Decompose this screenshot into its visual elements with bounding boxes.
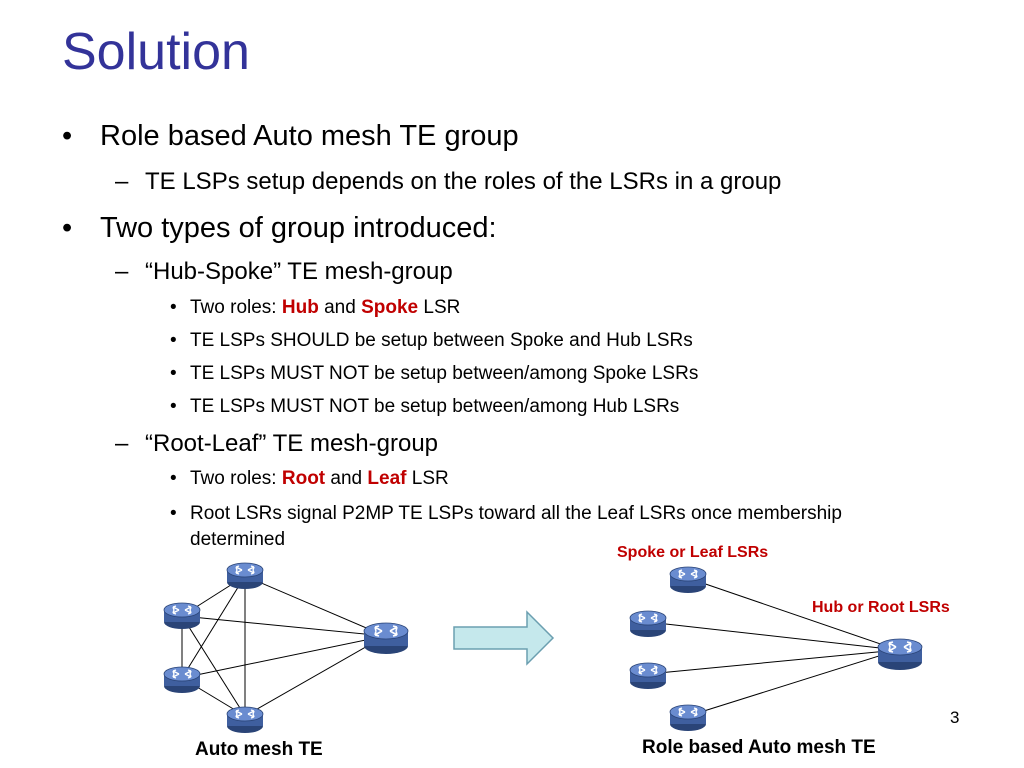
bullet-marker: • (62, 212, 73, 244)
bullet-marker: • (62, 120, 73, 152)
item-text: Two roles: Hub and Spoke LSR (190, 297, 460, 319)
item-root-leaf-roles: • Two roles: Root and Leaf LSR (170, 468, 449, 490)
bullet-marker: • (170, 468, 177, 489)
bullet-role-based: • Role based Auto mesh TE group (62, 120, 519, 153)
router-icon (629, 610, 667, 638)
router-icon (629, 662, 667, 690)
item-text: Two roles: Root and Leaf LSR (190, 468, 449, 490)
role-leaf: Leaf (367, 468, 407, 489)
roles-prefix: Two roles: (190, 297, 282, 318)
router-icon (363, 622, 409, 655)
bullet-marker: • (170, 330, 177, 351)
right-arrow-icon (453, 610, 555, 666)
sub-bullet-hub-spoke: – “Hub-Spoke” TE mesh-group (115, 258, 453, 286)
bullet-marker: • (170, 503, 177, 524)
roles-prefix: Two roles: (190, 468, 282, 489)
right-diagram-caption: Role based Auto mesh TE (642, 737, 876, 758)
bullet-text: Two types of group introduced: (100, 212, 497, 244)
item-text-line1: Root LSRs signal P2MP TE LSPs toward all… (190, 503, 842, 524)
item-text: TE LSPs SHOULD be setup between Spoke an… (190, 330, 693, 351)
item-should-setup: • TE LSPs SHOULD be setup between Spoke … (170, 330, 693, 352)
roles-and: and (318, 297, 362, 318)
item-hub-spoke-roles: • Two roles: Hub and Spoke LSR (170, 297, 460, 319)
bullet-text: Role based Auto mesh TE group (100, 120, 519, 152)
item-p2mp-signal: • Root LSRs signal P2MP TE LSPs toward a… (170, 503, 842, 525)
full-mesh-links (181, 575, 386, 717)
router-icon (226, 562, 264, 590)
item-text: TE LSPs MUST NOT be setup between/among … (190, 363, 699, 384)
sub-bullet-root-leaf: – “Root-Leaf” TE mesh-group (115, 430, 438, 458)
router-icon (226, 706, 264, 734)
role-root: Root (281, 468, 326, 489)
router-icon (669, 704, 707, 732)
router-icon (669, 566, 707, 594)
bullet-two-types: • Two types of group introduced: (62, 212, 497, 245)
roles-suffix: LSR (406, 468, 449, 489)
item-must-not-hub: • TE LSPs MUST NOT be setup between/amon… (170, 396, 679, 418)
left-diagram-caption: Auto mesh TE (195, 739, 323, 760)
item-p2mp-signal-line2: determined (190, 529, 286, 550)
sub-bullet-text: TE LSPs setup depends on the roles of th… (145, 168, 782, 195)
role-hub: Hub (281, 297, 319, 318)
roles-and: and (325, 468, 368, 489)
sub-bullet-setup-depends: – TE LSPs setup depends on the roles of … (115, 168, 781, 196)
router-icon (163, 666, 201, 694)
bullet-marker: • (170, 363, 177, 384)
hub-root-label: Hub or Root LSRs (812, 599, 950, 616)
sub-bullet-text: “Root-Leaf” TE mesh-group (145, 430, 439, 457)
roles-suffix: LSR (418, 297, 461, 318)
router-icon (877, 638, 923, 671)
role-spoke: Spoke (361, 297, 419, 318)
dash-marker: – (115, 168, 129, 195)
slide-title: Solution (62, 23, 250, 81)
dash-marker: – (115, 258, 129, 285)
router-icon (163, 602, 201, 630)
bullet-marker: • (170, 297, 177, 318)
item-must-not-spoke: • TE LSPs MUST NOT be setup between/amon… (170, 363, 698, 385)
slide-number: 3 (950, 708, 960, 727)
sub-bullet-text: “Hub-Spoke” TE mesh-group (145, 258, 453, 285)
hub-spoke-links (647, 577, 899, 717)
spoke-leaf-label: Spoke or Leaf LSRs (617, 544, 769, 561)
bullet-marker: • (170, 396, 177, 417)
item-text: TE LSPs MUST NOT be setup between/among … (190, 396, 680, 417)
dash-marker: – (115, 430, 129, 457)
